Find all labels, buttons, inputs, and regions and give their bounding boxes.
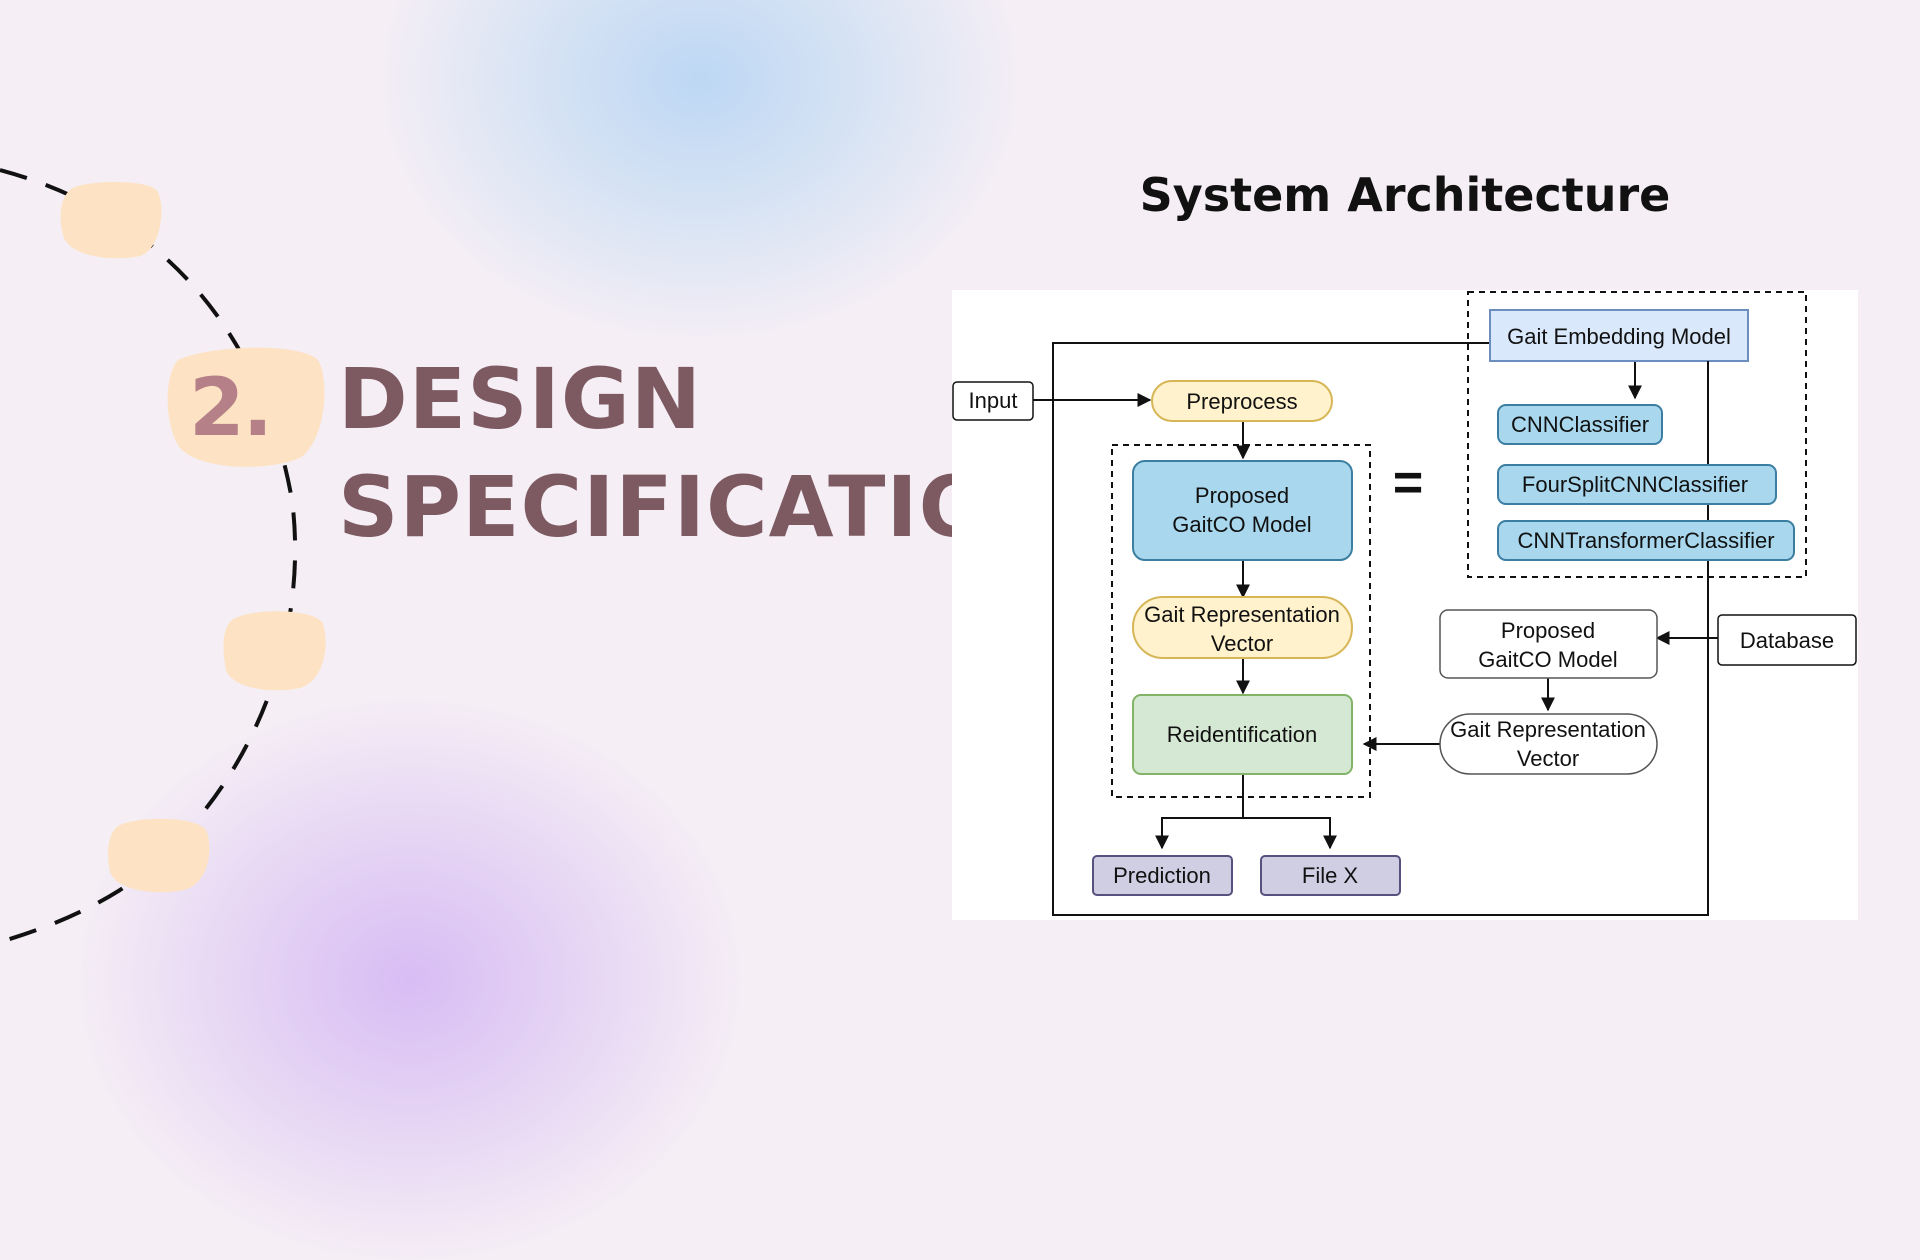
node-cnn-classifier — [1497, 404, 1663, 445]
node-reidentification-label: Reidentification — [1167, 722, 1317, 747]
node-db-proposed-model-label-2: GaitCO Model — [1478, 647, 1617, 672]
node-database-label: Database — [1740, 628, 1834, 653]
decorative-blob — [60, 182, 162, 259]
heading-line-2: SPECIFICATION — [338, 458, 1063, 556]
node-gait-embedding-model-label: Gait Embedding Model — [1507, 324, 1731, 349]
number-badge-blob — [167, 347, 325, 467]
diagram-title: System Architecture — [1139, 168, 1671, 222]
node-input-label: Input — [969, 388, 1018, 413]
node-file-x — [1260, 855, 1401, 896]
section-number: 2. — [188, 360, 273, 454]
node-proposed-model-label-1: Proposed — [1195, 483, 1289, 508]
node-cnn-transformer-classifier — [1497, 520, 1795, 561]
node-gait-vector — [1132, 596, 1353, 659]
node-cnn-classifier-label: CNNClassifier — [1511, 412, 1649, 437]
node-prediction-label: Prediction — [1113, 863, 1211, 888]
node-input — [952, 381, 1034, 421]
node-db-gait-vector-label-2: Vector — [1517, 746, 1579, 771]
node-preprocess — [1151, 380, 1333, 422]
node-gait-vector-label-2: Vector — [1211, 631, 1273, 656]
decorative-blob — [108, 818, 210, 893]
node-gait-vector-label-1: Gait Representation — [1144, 602, 1340, 627]
node-db-gait-vector — [1439, 713, 1658, 775]
embedding-group-boundary — [1467, 291, 1807, 578]
edge-reid-outputs — [1155, 774, 1244, 850]
node-database — [1717, 614, 1857, 666]
node-file-x-label: File X — [1302, 863, 1359, 888]
node-cnn-transformer-classifier-label: CNNTransformerClassifier — [1517, 528, 1774, 553]
decorative-blob — [223, 611, 326, 691]
heading-line-1: DESIGN — [338, 350, 703, 448]
equals-sign: = — [1393, 454, 1423, 512]
node-prediction — [1092, 855, 1233, 896]
node-foursplit-classifier — [1497, 464, 1777, 505]
node-proposed-model — [1132, 460, 1353, 561]
node-proposed-model-label-2: GaitCO Model — [1172, 512, 1311, 537]
node-db-proposed-model-label-1: Proposed — [1501, 618, 1595, 643]
section-heading: DESIGN SPECIFICATION — [338, 345, 1062, 561]
node-db-gait-vector-label-1: Gait Representation — [1450, 717, 1646, 742]
node-preprocess-label: Preprocess — [1186, 389, 1297, 414]
decorative-arc — [0, 168, 326, 944]
node-reidentification — [1132, 694, 1353, 775]
section-number-badge: 2. — [170, 352, 320, 462]
node-gait-embedding-model — [1489, 309, 1749, 362]
node-db-proposed-model — [1439, 609, 1658, 679]
architecture-diagram: Input Preprocess Proposed GaitCO Model G… — [952, 290, 1858, 920]
node-foursplit-classifier-label: FourSplitCNNClassifier — [1522, 472, 1748, 497]
reid-group-boundary — [1111, 444, 1371, 798]
edge-reid-filex — [1243, 817, 1337, 850]
